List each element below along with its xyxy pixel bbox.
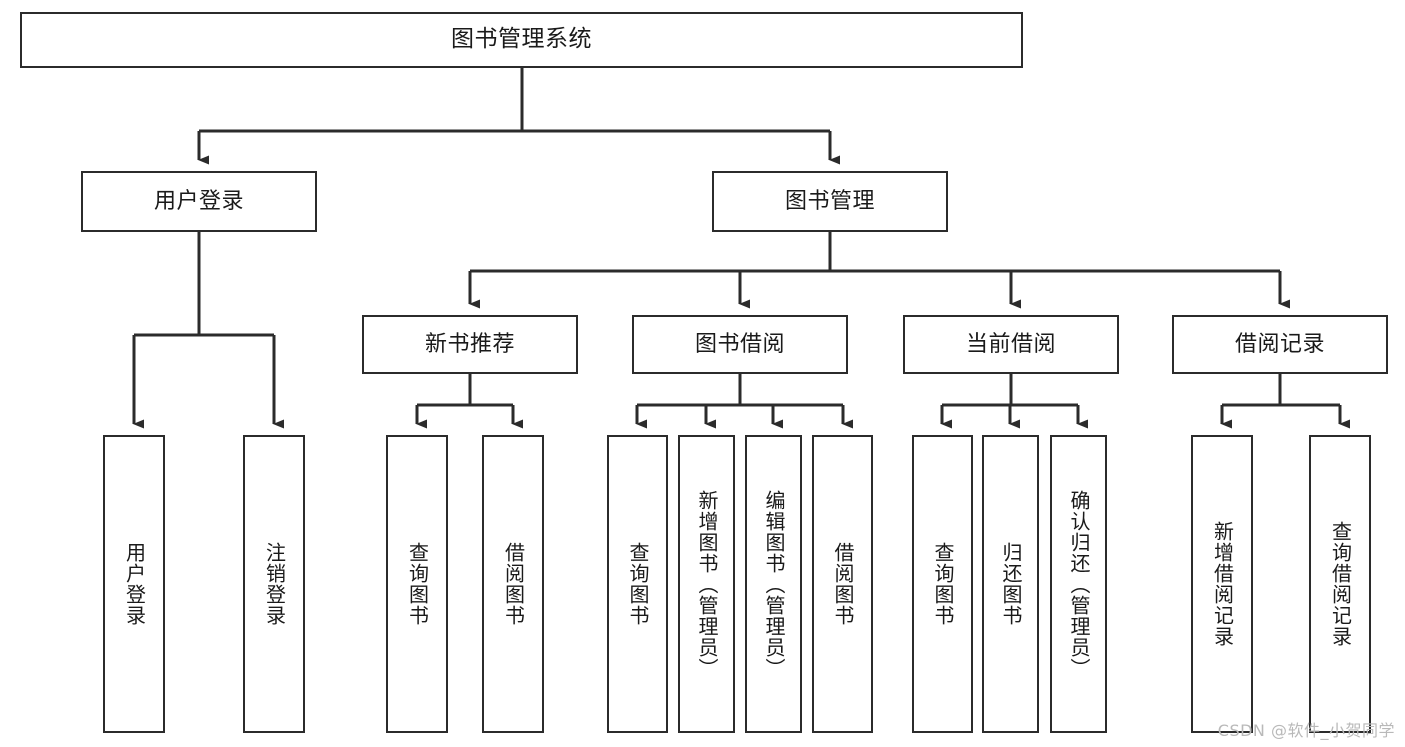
node-leaf-borrow-book-recommend-label: 借阅图书 (501, 542, 526, 626)
node-leaf-edit-book-admin[interactable]: 编辑图书（管理员） (745, 435, 802, 733)
node-new-book-recommend[interactable]: 新书推荐 (362, 315, 578, 374)
node-book-management-label: 图书管理 (784, 188, 875, 214)
node-leaf-return-book[interactable]: 归还图书 (982, 435, 1039, 733)
node-book-borrow-label: 图书借阅 (694, 331, 785, 357)
node-leaf-add-book-admin[interactable]: 新增图书（管理员） (678, 435, 735, 733)
node-leaf-query-borrow-record[interactable]: 查询借阅记录 (1309, 435, 1371, 733)
node-leaf-borrow-book-borrow-label: 借阅图书 (831, 542, 855, 626)
node-leaf-confirm-return-admin[interactable]: 确认归还（管理员） (1050, 435, 1107, 733)
node-leaf-query-book-recommend[interactable]: 查询图书 (386, 435, 448, 733)
node-leaf-confirm-return-admin-label: 确认归还（管理员） (1067, 489, 1091, 679)
node-book-borrow[interactable]: 图书借阅 (632, 315, 848, 374)
node-leaf-logout-login-label: 注销登录 (262, 542, 287, 626)
node-leaf-user-login-label: 用户登录 (122, 542, 147, 626)
node-current-borrow-label: 当前借阅 (965, 331, 1056, 357)
node-leaf-logout-login[interactable]: 注销登录 (243, 435, 305, 733)
node-leaf-query-book-borrow-label: 查询图书 (626, 542, 650, 626)
node-user-login[interactable]: 用户登录 (81, 171, 317, 232)
node-borrow-record-label: 借阅记录 (1234, 331, 1325, 357)
node-leaf-borrow-book-recommend[interactable]: 借阅图书 (482, 435, 544, 733)
node-leaf-return-book-label: 归还图书 (999, 542, 1023, 626)
node-leaf-query-borrow-record-label: 查询借阅记录 (1328, 521, 1353, 647)
node-leaf-add-borrow-record-label: 新增借阅记录 (1210, 521, 1235, 647)
node-leaf-user-login[interactable]: 用户登录 (103, 435, 165, 733)
node-current-borrow[interactable]: 当前借阅 (903, 315, 1119, 374)
node-leaf-borrow-book-borrow[interactable]: 借阅图书 (812, 435, 873, 733)
node-leaf-query-book-recommend-label: 查询图书 (405, 542, 430, 626)
node-book-management[interactable]: 图书管理 (712, 171, 948, 232)
node-leaf-query-book-current-label: 查询图书 (931, 542, 955, 626)
node-new-book-recommend-label: 新书推荐 (424, 331, 515, 357)
node-borrow-record[interactable]: 借阅记录 (1172, 315, 1388, 374)
node-root-label: 图书管理系统 (451, 26, 592, 53)
node-user-login-label: 用户登录 (153, 188, 244, 214)
node-leaf-add-book-admin-label: 新增图书（管理员） (695, 489, 719, 679)
node-leaf-query-book-borrow[interactable]: 查询图书 (607, 435, 668, 733)
node-leaf-edit-book-admin-label: 编辑图书（管理员） (762, 489, 786, 679)
node-leaf-add-borrow-record[interactable]: 新增借阅记录 (1191, 435, 1253, 733)
node-root-book-management-system[interactable]: 图书管理系统 (20, 12, 1023, 68)
node-leaf-query-book-current[interactable]: 查询图书 (912, 435, 973, 733)
